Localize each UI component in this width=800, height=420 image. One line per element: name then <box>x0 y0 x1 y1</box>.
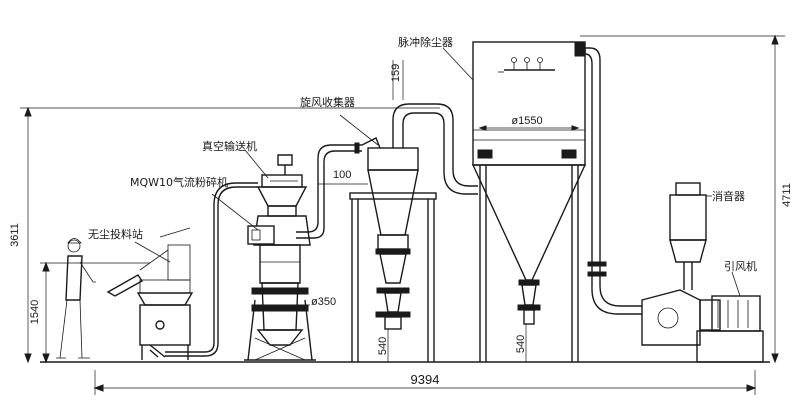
pipe-flange <box>354 142 360 154</box>
svg-text:100: 100 <box>333 169 351 181</box>
overall-length-dimension: 9394 <box>93 370 757 395</box>
label-vacuum-conveyor: 真空输送机 <box>202 139 269 179</box>
label-silencer: 消音器 <box>706 189 745 203</box>
cyclone-frame <box>349 192 437 362</box>
svg-text:脉冲除尘器: 脉冲除尘器 <box>398 35 453 49</box>
right-height-dimension: 4711 <box>580 34 793 364</box>
feeding-station <box>106 227 194 360</box>
pipe-159-dimension: 159 <box>390 60 404 100</box>
cyclone-collector <box>361 137 419 330</box>
feed-pipe <box>165 186 258 357</box>
induced-fan <box>641 289 764 363</box>
pipe-100-dimension: 100 <box>318 169 368 185</box>
mill-outlet-pipe-inner <box>296 150 362 239</box>
right-height-label: 4711 <box>781 183 793 207</box>
svg-text:真空输送机: 真空输送机 <box>202 139 257 153</box>
collector-diameter-dimension: ø1550 <box>478 115 580 131</box>
svg-text:引风机: 引风机 <box>724 259 757 273</box>
operator-figure <box>56 238 96 359</box>
cyclone-exhaust-pipe <box>392 103 478 187</box>
pipe-valve-1 <box>587 261 607 267</box>
feed-pipe-inner <box>165 182 258 353</box>
label-induced-fan: 引风机 <box>724 259 757 297</box>
svg-text:540: 540 <box>377 337 389 355</box>
svg-text:MQW10气流粉碎机: MQW10气流粉碎机 <box>130 175 228 189</box>
jet-mill <box>244 205 316 361</box>
dust-540-dimension: 540 <box>515 324 527 362</box>
total-length-label: 9394 <box>411 372 440 387</box>
pulse-dust-collector <box>471 41 587 362</box>
mill-diameter-dimension: ø350 <box>300 296 336 308</box>
vacuum-conveyor <box>256 154 308 207</box>
left-height-dimension: 3611 <box>9 106 440 364</box>
cyclone-exhaust-pipe-inner <box>402 112 478 195</box>
feed-height-dimension: 1540 <box>29 261 150 364</box>
svg-text:540: 540 <box>515 335 527 353</box>
label-feeding-station: 无尘投料站 <box>88 227 171 263</box>
silencer <box>669 182 707 290</box>
svg-text:旋风收集器: 旋风收集器 <box>300 95 355 109</box>
label-cyclone-collector: 旋风收集器 <box>300 95 379 146</box>
pipe-valve-2 <box>587 271 607 277</box>
svg-text:消音器: 消音器 <box>712 189 745 203</box>
svg-text:无尘投料站: 无尘投料站 <box>88 227 143 241</box>
label-pulse-dust-collector: 脉冲除尘器 <box>398 35 474 81</box>
cyclone-540-dimension: 540 <box>377 329 389 362</box>
left-height-label: 3611 <box>9 223 21 247</box>
collector-diameter-label: ø1550 <box>511 115 542 127</box>
label-jet-mill: MQW10气流粉碎机 <box>130 175 259 231</box>
svg-text:159: 159 <box>390 64 402 82</box>
mill-diameter-label: ø350 <box>311 296 336 308</box>
mill-outlet-pipe <box>296 144 362 233</box>
collector-exhaust-pipe-inner <box>584 48 642 315</box>
feed-height-label: 1540 <box>29 300 41 324</box>
collector-exhaust-pipe <box>585 47 642 307</box>
